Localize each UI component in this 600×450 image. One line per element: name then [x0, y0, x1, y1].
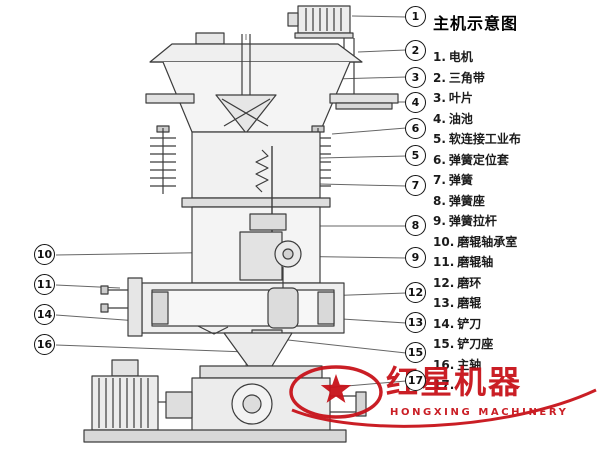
- legend-label: 电机: [448, 50, 473, 64]
- legend-label: 磨辊轴承室: [457, 234, 518, 249]
- legend-number: 5.: [433, 132, 446, 146]
- legend-item-10: 10.磨辊轴承室: [433, 232, 598, 253]
- legend-number: 11.: [433, 255, 455, 269]
- legend-number: 17.: [433, 378, 455, 392]
- legend-item-3: 3.叶片: [433, 88, 598, 109]
- legend-label: 软连接工业布: [448, 132, 521, 146]
- legend-item-8: 8.弹簧座: [433, 191, 598, 212]
- legend-label: 铲刀座: [457, 337, 494, 351]
- legend-number: 12.: [433, 275, 455, 290]
- legend-item-4: 4.油池: [433, 109, 598, 130]
- callout-10: 10: [34, 244, 55, 265]
- legend-number: 13.: [433, 296, 455, 310]
- top-motor: [287, 5, 354, 39]
- legend-item-5: 5.软连接工业布: [433, 129, 598, 150]
- callout-6: 6: [405, 118, 426, 139]
- legend-number: 14.: [433, 316, 455, 331]
- callout-8: 8: [405, 215, 426, 236]
- legend-number: 3.: [433, 91, 446, 105]
- legend-item-2: 2.三角带: [433, 68, 598, 89]
- callout-9: 9: [405, 247, 426, 268]
- legend-item-15: 15.铲刀座: [433, 334, 598, 355]
- legend-label: 油池: [448, 111, 473, 126]
- legend-number: 6.: [433, 152, 446, 167]
- brand-subtitle: HONGXING MACHINERY: [390, 407, 569, 418]
- legend-item-7: 7.弹簧: [433, 170, 598, 191]
- legend-label: 弹簧拉杆: [448, 214, 497, 228]
- legend-item-13: 13.磨辊: [433, 293, 598, 314]
- callout-13: 13: [405, 312, 426, 333]
- legend-label: 磨辊轴: [457, 255, 494, 269]
- legend-item-16: 16.主轴: [433, 355, 598, 376]
- callout-11: 11: [34, 274, 55, 295]
- legend-item-11: 11.磨辊轴: [433, 252, 598, 273]
- callout-14: 14: [34, 304, 55, 325]
- callout-1: 1: [405, 6, 426, 27]
- callout-4: 4: [405, 92, 426, 113]
- hongxing-star-logo-icon: [289, 365, 597, 428]
- legend-number: 16.: [433, 357, 455, 372]
- legend-item-17: 17.: [433, 375, 598, 396]
- legend-label: 主轴: [457, 357, 482, 372]
- legend-number: 9.: [433, 214, 446, 228]
- legend-label: 弹簧座: [448, 193, 485, 208]
- brand-watermark: 红星机器 HONGXING MACHINERY: [286, 360, 600, 446]
- legend-item-14: 14.铲刀: [433, 314, 598, 335]
- legend-label: 弹簧定位套: [448, 152, 509, 167]
- legend-number: 1.: [433, 50, 446, 64]
- bottom-motor: [91, 359, 166, 431]
- legend-number: 2.: [433, 70, 446, 85]
- legend-label: 铲刀: [457, 316, 482, 331]
- callout-5: 5: [405, 145, 426, 166]
- legend-label: 磨辊: [457, 296, 482, 310]
- legend-number: 4.: [433, 111, 446, 126]
- legend-label: 弹簧: [448, 173, 473, 187]
- legend-number: 7.: [433, 173, 446, 187]
- legend-label: 叶片: [448, 91, 473, 105]
- legend-number: 8.: [433, 193, 446, 208]
- callout-2: 2: [405, 40, 426, 61]
- callout-17: 17: [405, 370, 426, 391]
- legend-item-9: 9.弹簧拉杆: [433, 211, 598, 232]
- callout-16: 16: [34, 334, 55, 355]
- legend-item-6: 6.弹簧定位套: [433, 150, 598, 171]
- machine-drawing: [83, 5, 399, 443]
- callout-3: 3: [405, 67, 426, 88]
- legend-number: 15.: [433, 337, 455, 351]
- callout-15: 15: [405, 342, 426, 363]
- left-spring-stack: [150, 125, 176, 194]
- legend-label: 磨环: [457, 275, 482, 290]
- callout-12: 12: [405, 282, 426, 303]
- callout-7: 7: [405, 175, 426, 196]
- legend-item-1: 1.电机: [433, 47, 598, 68]
- parts-legend: 主机示意图 1.电机 2.三角带 3.叶片 4.油池 5.软连接工业布 6.弹簧…: [433, 10, 598, 396]
- legend-label: 三角带: [448, 70, 485, 85]
- legend-number: 10.: [433, 234, 455, 249]
- page-title: 主机示意图: [433, 14, 519, 33]
- legend-item-12: 12.磨环: [433, 273, 598, 294]
